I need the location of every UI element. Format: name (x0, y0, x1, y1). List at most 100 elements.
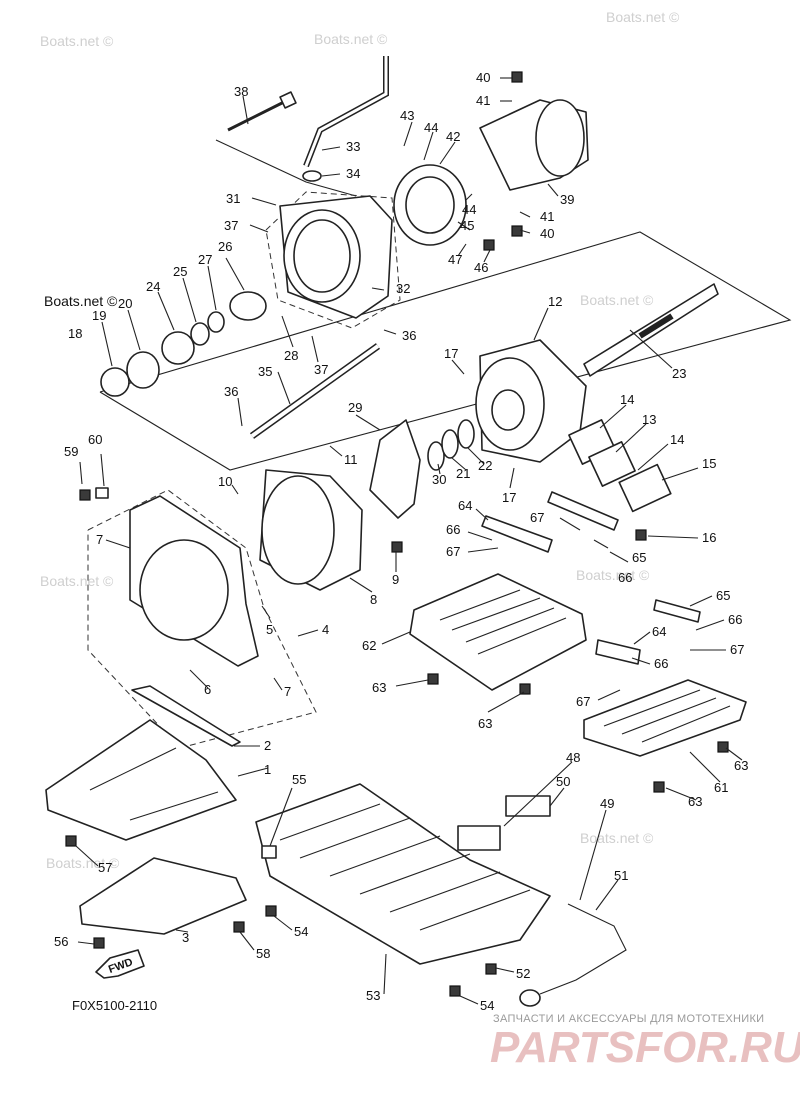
hose-33-inner (304, 56, 388, 167)
watermark-site-6: Boats.net © (576, 567, 650, 583)
callout-16: 16 (702, 530, 716, 545)
intake-grate-4 (129, 495, 259, 667)
cable-51 (539, 903, 627, 995)
ring-30 (427, 441, 445, 471)
watermark-site-3: Boats.net © (606, 9, 680, 25)
callout-40a: 40 (476, 70, 490, 85)
bracket-65a (547, 491, 619, 531)
callout-34: 34 (346, 166, 360, 181)
callout-64b: 64 (652, 624, 666, 639)
callout-38: 38 (234, 84, 248, 99)
callout-37b: 37 (314, 362, 328, 377)
callout-31: 31 (226, 191, 240, 206)
parts: FWD (45, 56, 747, 1007)
callout-66b: 66 (618, 570, 632, 585)
callout-30: 30 (432, 472, 446, 487)
callout-labels: 38 33 34 31 37 26 27 25 24 20 19 18 32 3… (54, 70, 748, 1013)
bearing-20 (161, 331, 195, 365)
callout-63c: 63 (734, 758, 748, 773)
callout-14a: 14 (620, 392, 634, 407)
callout-67c: 67 (730, 642, 744, 657)
callout-8: 8 (370, 592, 377, 607)
frame-line-main (99, 231, 792, 471)
callout-63a: 63 (372, 680, 386, 695)
bracket-65b (653, 599, 701, 623)
watermark-site-7: Boats.net © (46, 855, 120, 871)
callout-17b: 17 (502, 490, 516, 505)
callout-44b: 44 (462, 202, 476, 217)
leader-lines (75, 77, 743, 1005)
callout-66a: 66 (446, 522, 460, 537)
callout-52: 52 (516, 966, 530, 981)
fwd-arrow: FWD (95, 949, 145, 979)
watermark-site-2: Boats.net © (314, 31, 388, 47)
callout-28: 28 (284, 348, 298, 363)
callout-62: 62 (362, 638, 376, 653)
callout-22: 22 (478, 458, 492, 473)
dashed-outline-intake-grate (87, 489, 317, 749)
callout-18: 18 (68, 326, 82, 341)
callout-25: 25 (173, 264, 187, 279)
watermark-site-mid: Boats.net © (44, 293, 118, 309)
bolt-38 (227, 91, 297, 132)
ring-22 (457, 419, 475, 449)
callout-65b: 65 (716, 588, 730, 603)
watermark-site-8: Boats.net © (580, 830, 654, 846)
callout-63b: 63 (478, 716, 492, 731)
small-bolts (65, 71, 729, 997)
watermark-site-5: Boats.net © (40, 573, 114, 589)
oring-27 (207, 311, 225, 333)
callout-20: 20 (118, 296, 132, 311)
grate-62 (409, 573, 587, 691)
callout-47: 47 (448, 252, 462, 267)
callout-54b: 54 (480, 998, 494, 1013)
callout-24: 24 (146, 279, 160, 294)
callout-2: 2 (264, 738, 271, 753)
callout-36a: 36 (402, 328, 416, 343)
callout-53: 53 (366, 988, 380, 1003)
bracket-1 (45, 719, 237, 841)
frame-lines (87, 139, 792, 749)
seal-18 (100, 367, 130, 397)
callout-12: 12 (548, 294, 562, 309)
callout-29: 29 (348, 400, 362, 415)
callout-43: 43 (400, 108, 414, 123)
callout-63d: 63 (688, 794, 702, 809)
callout-60: 60 (88, 432, 102, 447)
callout-6: 6 (204, 682, 211, 697)
callout-33: 33 (346, 139, 360, 154)
callout-48: 48 (566, 750, 580, 765)
sensor-50 (457, 795, 551, 851)
callout-58: 58 (256, 946, 270, 961)
watermark-parts-logo: PARTSFOR.RU (490, 1023, 800, 1072)
callout-35: 35 (258, 364, 272, 379)
watermark-site-4: Boats.net © (580, 292, 654, 308)
plate-13 (588, 441, 636, 487)
ride-plate-53 (255, 783, 551, 965)
callout-46: 46 (474, 260, 488, 275)
callout-23: 23 (672, 366, 686, 381)
callout-11: 11 (344, 452, 358, 467)
seal-25 (190, 322, 210, 346)
grate-61 (583, 679, 747, 757)
callout-41b: 41 (540, 209, 554, 224)
callout-3: 3 (182, 930, 189, 945)
callout-14b: 14 (670, 432, 684, 447)
callout-37a: 37 (224, 218, 238, 233)
clamp-34 (302, 170, 322, 182)
callout-67b: 67 (530, 510, 544, 525)
diagram-code: F0X5100-2110 (72, 998, 157, 1013)
callout-64a: 64 (458, 498, 472, 513)
callout-26: 26 (218, 239, 232, 254)
watermark-site-1: Boats.net © (40, 33, 114, 49)
callout-51: 51 (614, 868, 628, 883)
callout-49: 49 (600, 796, 614, 811)
callout-44a: 44 (424, 120, 438, 135)
callout-57: 57 (98, 860, 112, 875)
callout-9: 9 (392, 572, 399, 587)
callout-27: 27 (198, 252, 212, 267)
callout-50: 50 (556, 774, 570, 789)
callout-40b: 40 (540, 226, 554, 241)
callout-42: 42 (446, 129, 460, 144)
callout-1: 1 (264, 762, 271, 777)
